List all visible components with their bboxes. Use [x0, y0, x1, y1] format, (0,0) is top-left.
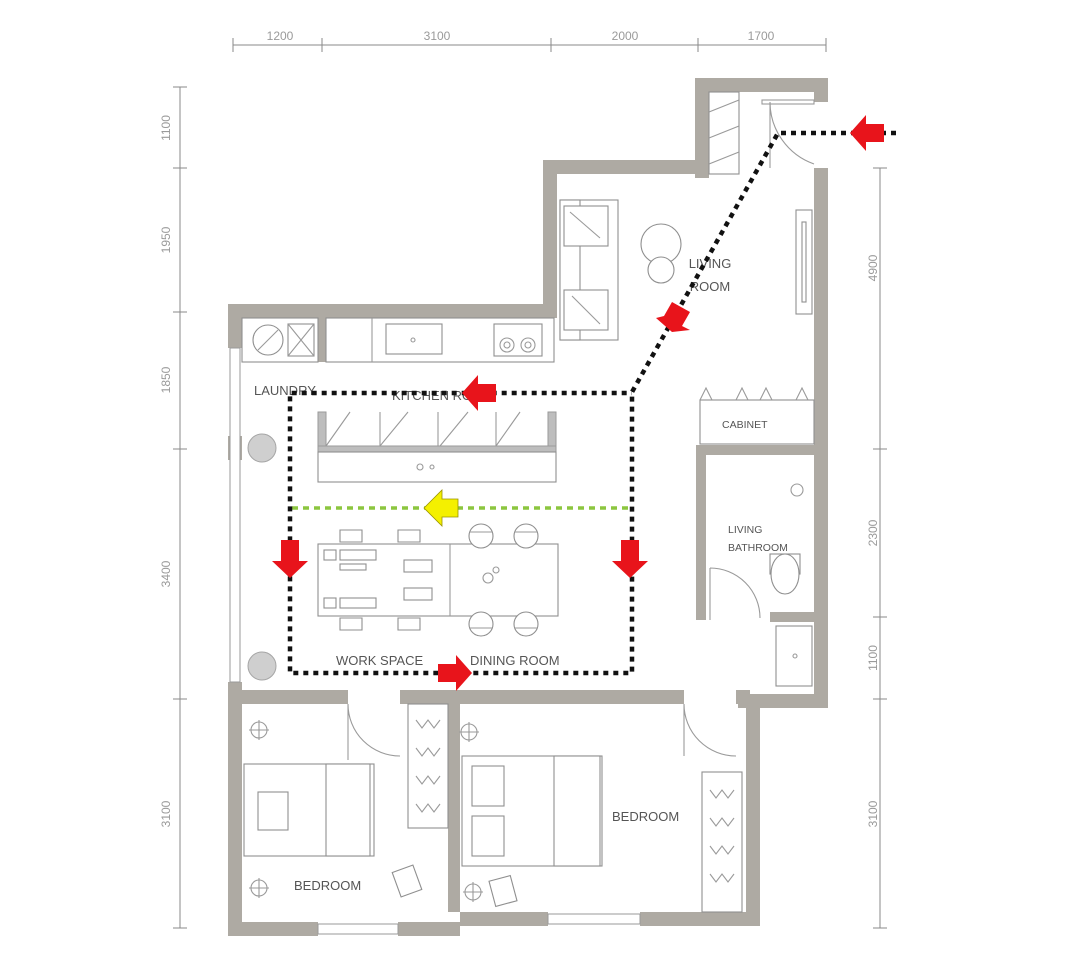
circulation-overlay	[287, 130, 896, 676]
dim-left-4: 3400	[159, 560, 173, 587]
living-room-furniture	[559, 199, 813, 341]
dim-top-4: 1700	[748, 29, 775, 43]
dim-left-5: 3100	[159, 800, 173, 827]
dimension-labels-right: 4900 2300 1100 3100	[866, 254, 880, 827]
label-bathroom-2: BATHROOM	[728, 542, 788, 554]
dimension-lines	[173, 38, 887, 929]
right-bedroom-furniture	[459, 703, 743, 913]
exterior-walls	[228, 78, 828, 936]
work-dining-table	[317, 523, 559, 637]
dimension-labels-top: 1200 3100 2000 1700	[267, 29, 775, 43]
left-down-arrow-icon	[272, 540, 308, 578]
label-bedroom-right: BEDROOM	[612, 809, 679, 824]
dim-right-4: 3100	[866, 800, 880, 827]
diagonal-arrow-icon	[656, 302, 690, 332]
label-living-room-1: LIVING	[689, 256, 732, 271]
dim-left-3: 1850	[159, 366, 173, 393]
label-bathroom-1: LIVING	[728, 524, 762, 536]
label-dining-room: DINING ROOM	[470, 653, 560, 668]
yellow-focus-arrow-icon	[423, 489, 459, 527]
dim-top-3: 2000	[612, 29, 639, 43]
entrance-arrow-icon	[850, 115, 884, 151]
island-counter	[317, 411, 557, 483]
bottom-right-arrow-icon	[438, 655, 472, 691]
dim-right-2: 2300	[866, 519, 880, 546]
kitchen-arrow-icon	[462, 375, 496, 411]
interior-walls	[228, 318, 814, 912]
label-living-room-2: ROOM	[690, 279, 730, 294]
label-bedroom-left: BEDROOM	[294, 878, 361, 893]
entrance-area	[708, 91, 815, 175]
label-cabinet: CABINET	[722, 419, 768, 431]
label-laundry: LAUNDRY	[254, 383, 316, 398]
right-down-arrow-icon	[612, 540, 648, 578]
left-bedroom-furniture	[243, 703, 449, 898]
kitchen-counter	[241, 317, 555, 363]
dim-right-3: 1100	[866, 645, 880, 671]
round-columns	[247, 433, 277, 681]
flow-arrows	[272, 115, 884, 691]
dim-left-2: 1950	[159, 226, 173, 253]
dim-top-2: 3100	[424, 29, 451, 43]
dim-top-1: 1200	[267, 29, 294, 43]
room-labels: LIVING ROOM LAUNDRY KITCHEN ROOM CABINET…	[254, 256, 788, 893]
dim-right-1: 4900	[866, 254, 880, 281]
dim-left-1: 1100	[159, 115, 173, 141]
bathroom-fixtures	[699, 386, 815, 687]
label-work-space: WORK SPACE	[336, 653, 423, 668]
dimension-labels-left: 1100 1950 1850 3400 3100	[159, 115, 173, 828]
